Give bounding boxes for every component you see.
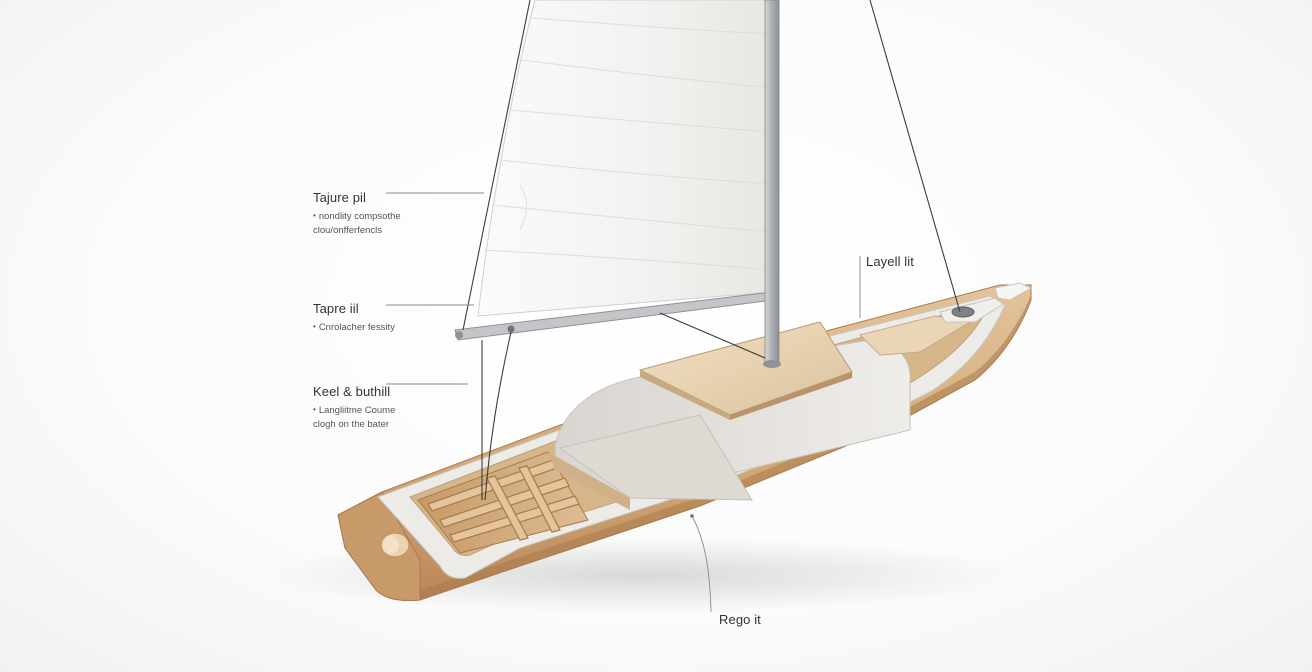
forestay <box>869 0 961 313</box>
callout-sail-desc-1: nondlity compsothe <box>313 210 401 224</box>
leader-hull <box>691 515 712 613</box>
bow-fitting <box>951 306 975 318</box>
sail <box>477 0 775 317</box>
callout-boom: Tapre iil Cnrolacher fessity <box>313 301 395 335</box>
callout-layer-title: Layell lit <box>866 254 914 269</box>
sail-seams <box>483 17 773 271</box>
callout-sail-desc-2: clou/onfferfencls <box>313 225 383 236</box>
mainsheet <box>659 312 766 359</box>
foam-seat <box>558 414 753 501</box>
callout-keel: Keel & buthill Langliitme Coume clogh on… <box>313 384 395 432</box>
floor-slats <box>427 459 580 543</box>
bow-deck <box>859 315 972 356</box>
rigging <box>462 0 961 501</box>
callout-keel-desc-1: Langliitme Coume <box>313 404 396 418</box>
leader-lines <box>386 192 861 613</box>
callout-sail-title: Tajure pil <box>313 190 367 205</box>
callout-hull-title: Rego it <box>719 612 761 627</box>
sail-leech-line <box>462 0 531 331</box>
bow-cap <box>994 282 1033 301</box>
callout-layer: Layell lit <box>866 254 914 269</box>
boom-downline <box>484 331 512 501</box>
callout-keel-desc-2: clogh on the bater <box>313 419 390 430</box>
mast <box>764 0 780 365</box>
callout-sail: Tajure pil nondlity compsothe clou/onffe… <box>313 190 401 238</box>
stern-transom <box>337 491 421 601</box>
callout-hull: Rego it <box>719 612 761 627</box>
callout-boom-title: Tapre iil <box>313 301 359 316</box>
callout-boom-desc-1: Cnrolacher fessity <box>313 321 395 335</box>
callout-keel-title: Keel & buthill <box>313 384 391 399</box>
